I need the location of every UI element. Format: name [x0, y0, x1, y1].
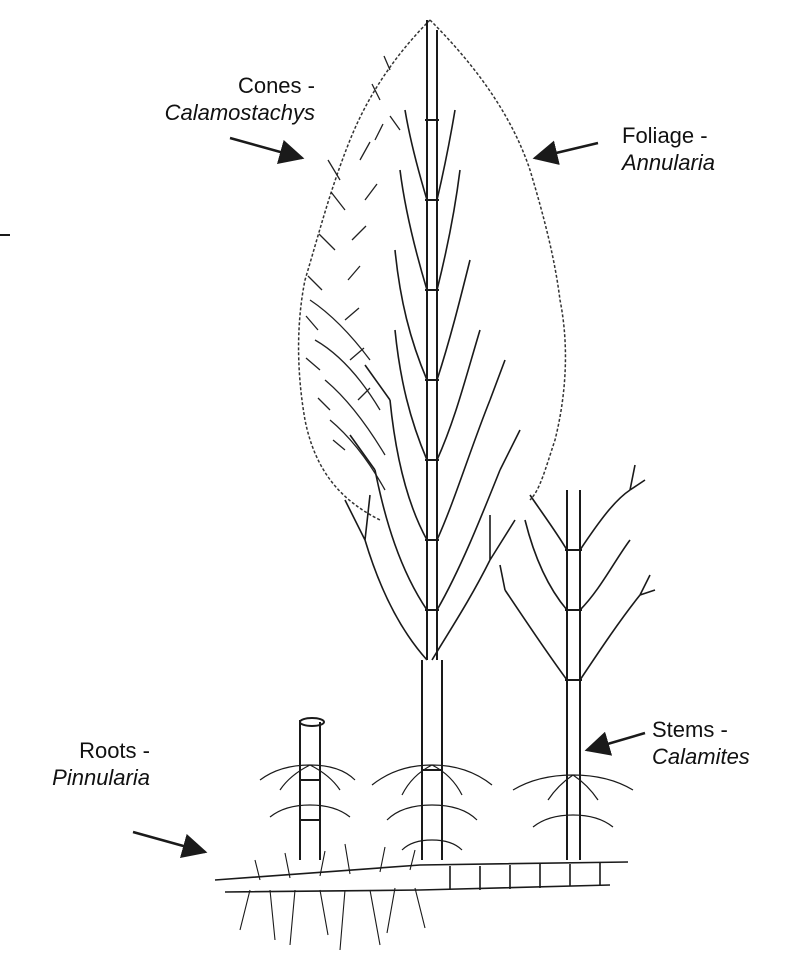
stems-label: Stems - Calamites [652, 716, 802, 770]
cones-arrow [230, 138, 302, 158]
stems-label-name: Stems - [652, 716, 802, 743]
medium-stem-branches [500, 465, 655, 680]
roots-arrow [133, 832, 205, 852]
roots-label-name: Roots - [10, 737, 150, 764]
stems-label-genus: Calamites [652, 743, 802, 770]
medium-stem [565, 490, 582, 860]
cone-branches [306, 56, 400, 490]
cones-label: Cones - Calamostachys [130, 72, 315, 126]
root-whorls [260, 765, 633, 850]
short-stump [300, 718, 324, 860]
rhizome-roots [240, 844, 425, 950]
rhizome [215, 862, 628, 892]
cone-cluster-outline [299, 20, 430, 520]
foliage-label-name: Foliage - [622, 122, 792, 149]
cones-label-name: Cones - [130, 72, 315, 99]
roots-label-genus: Pinnularia [10, 764, 150, 791]
tall-stem [422, 20, 442, 860]
foliage-label-genus: Annularia [622, 149, 792, 176]
cones-label-genus: Calamostachys [130, 99, 315, 126]
foliage-arrow [535, 143, 598, 158]
foliage-label: Foliage - Annularia [622, 122, 792, 176]
stems-arrow [587, 733, 645, 750]
roots-label: Roots - Pinnularia [10, 737, 150, 791]
